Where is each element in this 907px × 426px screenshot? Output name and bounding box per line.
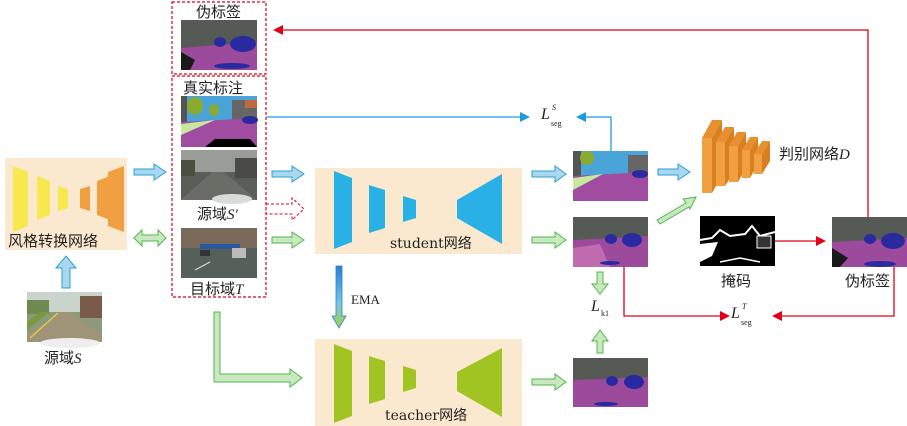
kl-loss-sub: k1 bbox=[601, 309, 609, 318]
seg-loss-target-sub: seg bbox=[741, 318, 752, 327]
kl-loss-main: L bbox=[591, 298, 600, 315]
source-domain-label: 源域S bbox=[44, 347, 82, 368]
source-domain-image bbox=[27, 292, 102, 348]
arrow-dashed-to-student bbox=[265, 196, 305, 222]
teacher-prediction bbox=[573, 358, 648, 407]
arrow-source-pred-to-discriminator bbox=[657, 163, 691, 181]
seg-loss-target-main: L bbox=[731, 305, 740, 322]
arrow-sprime-to-student bbox=[271, 165, 305, 183]
line-pred-to-seg-loss bbox=[576, 112, 612, 151]
ema-arrow bbox=[331, 265, 347, 329]
student-network-text: student网络 bbox=[390, 236, 472, 252]
arrow-student-to-target-pred bbox=[531, 231, 567, 249]
encoder-layer bbox=[37, 176, 50, 220]
ema-label: EMA bbox=[351, 292, 380, 308]
decoder-layer bbox=[108, 166, 124, 232]
style-transfer-network bbox=[5, 158, 127, 250]
arrow-source-to-style bbox=[54, 255, 78, 289]
target-domain-image bbox=[181, 228, 257, 278]
arrow-teacher-to-pred bbox=[531, 373, 567, 391]
encoder-layer bbox=[13, 166, 28, 232]
discriminator-var: D bbox=[839, 147, 850, 163]
mask-image bbox=[699, 216, 776, 266]
seg-loss-target-sup: T bbox=[742, 302, 747, 311]
seg-loss-source-main: L bbox=[541, 106, 550, 123]
teacher-network-text: teacher网络 bbox=[385, 408, 468, 424]
line-pseudo-label-to-target-seg-loss bbox=[772, 267, 895, 321]
pseudo-label-top-image bbox=[181, 20, 257, 70]
line-pred-to-target-seg-loss bbox=[623, 267, 730, 321]
student-network-label: student网络 bbox=[390, 233, 472, 253]
pseudo-label-top-text: 伪标签 bbox=[196, 3, 242, 21]
pseudo-label-box bbox=[171, 1, 267, 75]
arrow-student-pred-to-kl bbox=[590, 271, 610, 295]
arrow-style-to-sprime bbox=[133, 163, 167, 181]
target-domain-label: 目标域T bbox=[190, 278, 243, 299]
student-source-prediction bbox=[573, 151, 648, 201]
source-prime-image bbox=[181, 150, 257, 204]
arrow-target-pred-to-discriminator bbox=[656, 196, 697, 225]
teacher-network-label: teacher网络 bbox=[385, 405, 467, 425]
mask-text: 掩码 bbox=[721, 272, 752, 290]
style-transfer-label: 风格转换网络 bbox=[8, 230, 98, 251]
mask-label: 掩码 bbox=[721, 270, 751, 291]
teacher-network bbox=[315, 339, 522, 426]
student-network bbox=[315, 168, 522, 254]
ground-truth-label: 真实标注 bbox=[183, 77, 243, 98]
decoder-layer bbox=[80, 186, 90, 211]
arrow-target-to-teacher bbox=[213, 311, 303, 388]
target-domain-var: T bbox=[235, 282, 244, 298]
student-target-prediction bbox=[573, 217, 648, 267]
ema-text: EMA bbox=[351, 292, 380, 307]
source-domain-text: 源域 bbox=[44, 349, 75, 367]
source-prime-text: 源域 bbox=[197, 205, 228, 223]
arrow-teacher-pred-to-kl bbox=[591, 329, 609, 354]
source-prime-var: S′ bbox=[227, 207, 238, 223]
seg-loss-source-sup: S bbox=[552, 103, 556, 112]
discriminator-label: 判别网络D bbox=[779, 143, 850, 164]
source-prime-label: 源域S′ bbox=[197, 203, 238, 224]
arrow-student-to-source-pred bbox=[531, 165, 567, 183]
pseudo-label-right-label: 伪标签 bbox=[845, 270, 890, 291]
encoder-layer bbox=[58, 186, 68, 211]
discriminator-network bbox=[702, 120, 770, 193]
decoder-layer bbox=[97, 176, 110, 220]
seg-loss-source-sub: seg bbox=[551, 119, 562, 128]
pseudo-label-top-label: 伪标签 bbox=[196, 1, 241, 22]
line-feedback-to-pseudo-label bbox=[273, 25, 869, 217]
style-transfer-text: 风格转换网络 bbox=[8, 232, 99, 250]
pseudo-label-right-image bbox=[832, 217, 907, 267]
target-domain-text: 目标域 bbox=[190, 280, 236, 298]
source-domain-var: S bbox=[74, 351, 82, 367]
input-images-box bbox=[171, 75, 267, 298]
arrow-style-target-bidirectional bbox=[133, 228, 167, 248]
pseudo-label-right-text: 伪标签 bbox=[845, 272, 891, 290]
ground-truth-text: 真实标注 bbox=[183, 79, 244, 97]
ground-truth-image bbox=[181, 96, 258, 147]
arrow-target-to-student bbox=[271, 231, 305, 249]
discriminator-text: 判别网络 bbox=[779, 145, 840, 163]
